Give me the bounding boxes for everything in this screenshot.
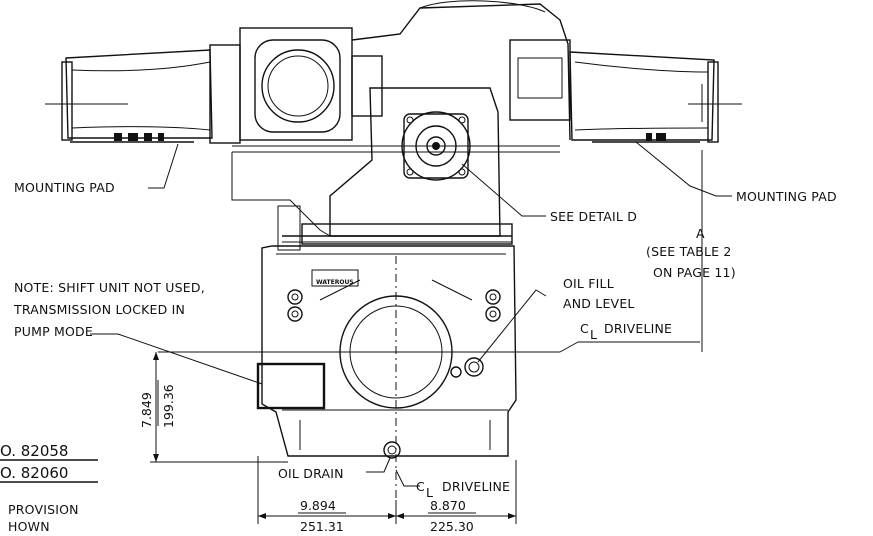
oil-fill-line-2: AND LEVEL — [563, 296, 635, 311]
transmission-case: WATEROUS — [256, 245, 517, 459]
part-number-1: O. 82058 — [0, 442, 68, 460]
driveline-lower-text: DRIVELINE — [442, 479, 510, 494]
mounting-pad-right-label: MOUNTING PAD — [736, 189, 837, 204]
part-number-2: O. 82060 — [0, 464, 68, 482]
side-bolts — [287, 289, 501, 378]
see-detail-label: SEE DETAIL D — [550, 209, 637, 224]
centerline-symbol-lower: C — [416, 479, 425, 494]
height-dimension-mm: 199.36 — [161, 384, 176, 428]
note-line-3: PUMP MODE — [14, 324, 93, 339]
centerlines — [158, 256, 700, 500]
footnote-line-1: PROVISION — [8, 502, 79, 517]
note-line-1: NOTE: SHIFT UNIT NOT USED, — [14, 280, 205, 295]
left-intake-assembly — [45, 49, 213, 143]
mounting-pad-left-label: MOUNTING PAD — [14, 180, 115, 195]
oil-drain-label: OIL DRAIN — [278, 466, 344, 481]
note-line-2: TRANSMISSION LOCKED IN — [13, 302, 185, 317]
right-dimension-mm: 225.30 — [430, 519, 474, 534]
left-dimension-mm: 251.31 — [300, 519, 344, 534]
leader-lines — [90, 141, 732, 487]
oil-fill-line-1: OIL FILL — [563, 276, 614, 291]
centerline-symbol-upper: C — [580, 321, 589, 336]
driveline-upper-label: C L DRIVELINE — [580, 321, 672, 342]
driveline-upper-text: DRIVELINE — [604, 321, 672, 336]
right-intake-assembly — [569, 51, 742, 143]
right-dimension-inches: 8.870 — [430, 498, 466, 513]
right-mounting-pad-hatching — [646, 133, 666, 141]
centerline-subscript-upper: L — [590, 327, 597, 342]
left-mounting-pad-hatching — [114, 133, 164, 141]
footnote-line-2: HOWN — [8, 519, 50, 534]
table-ref-line-2: ON PAGE 11) — [653, 265, 736, 280]
dimension-lines — [150, 352, 517, 524]
center-gearbox — [231, 87, 513, 251]
nameplate-text: WATEROUS — [316, 279, 354, 286]
centerline-subscript-lower: L — [426, 485, 433, 500]
left-dimension-inches: 9.894 — [300, 498, 336, 513]
height-dimension-inches: 7.849 — [139, 392, 154, 428]
shift-unit-block — [256, 362, 326, 410]
table-ref-line-1: (SEE TABLE 2 — [646, 244, 732, 259]
driveline-lower-label: C L DRIVELINE — [416, 479, 510, 500]
top-housing — [209, 0, 571, 153]
dimension-a-label: A — [696, 226, 705, 241]
